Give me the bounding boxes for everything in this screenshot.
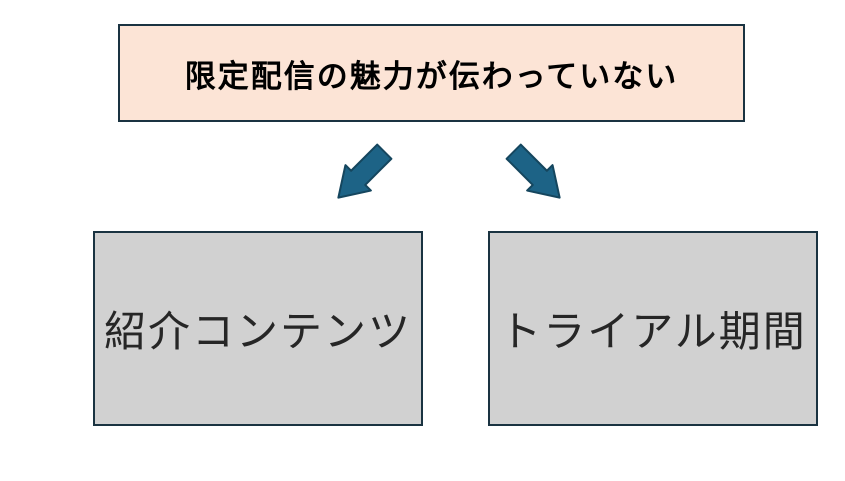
arrow-down-right-shape xyxy=(505,143,561,199)
solution-box-left-label: 紹介コンテンツ xyxy=(103,308,412,355)
solution-box-right-label: トライアル期間 xyxy=(499,308,807,355)
solution-box-right: トライアル期間 xyxy=(488,231,818,426)
cause-box-label: 限定配信の魅力が伝わっていない xyxy=(184,58,679,94)
cause-box: 限定配信の魅力が伝わっていない xyxy=(118,24,745,122)
arrow-down-left-icon xyxy=(325,139,397,211)
solution-box-left: 紹介コンテンツ xyxy=(93,231,423,426)
arrow-down-right-icon xyxy=(501,139,573,211)
arrow-down-left-shape xyxy=(337,143,393,199)
